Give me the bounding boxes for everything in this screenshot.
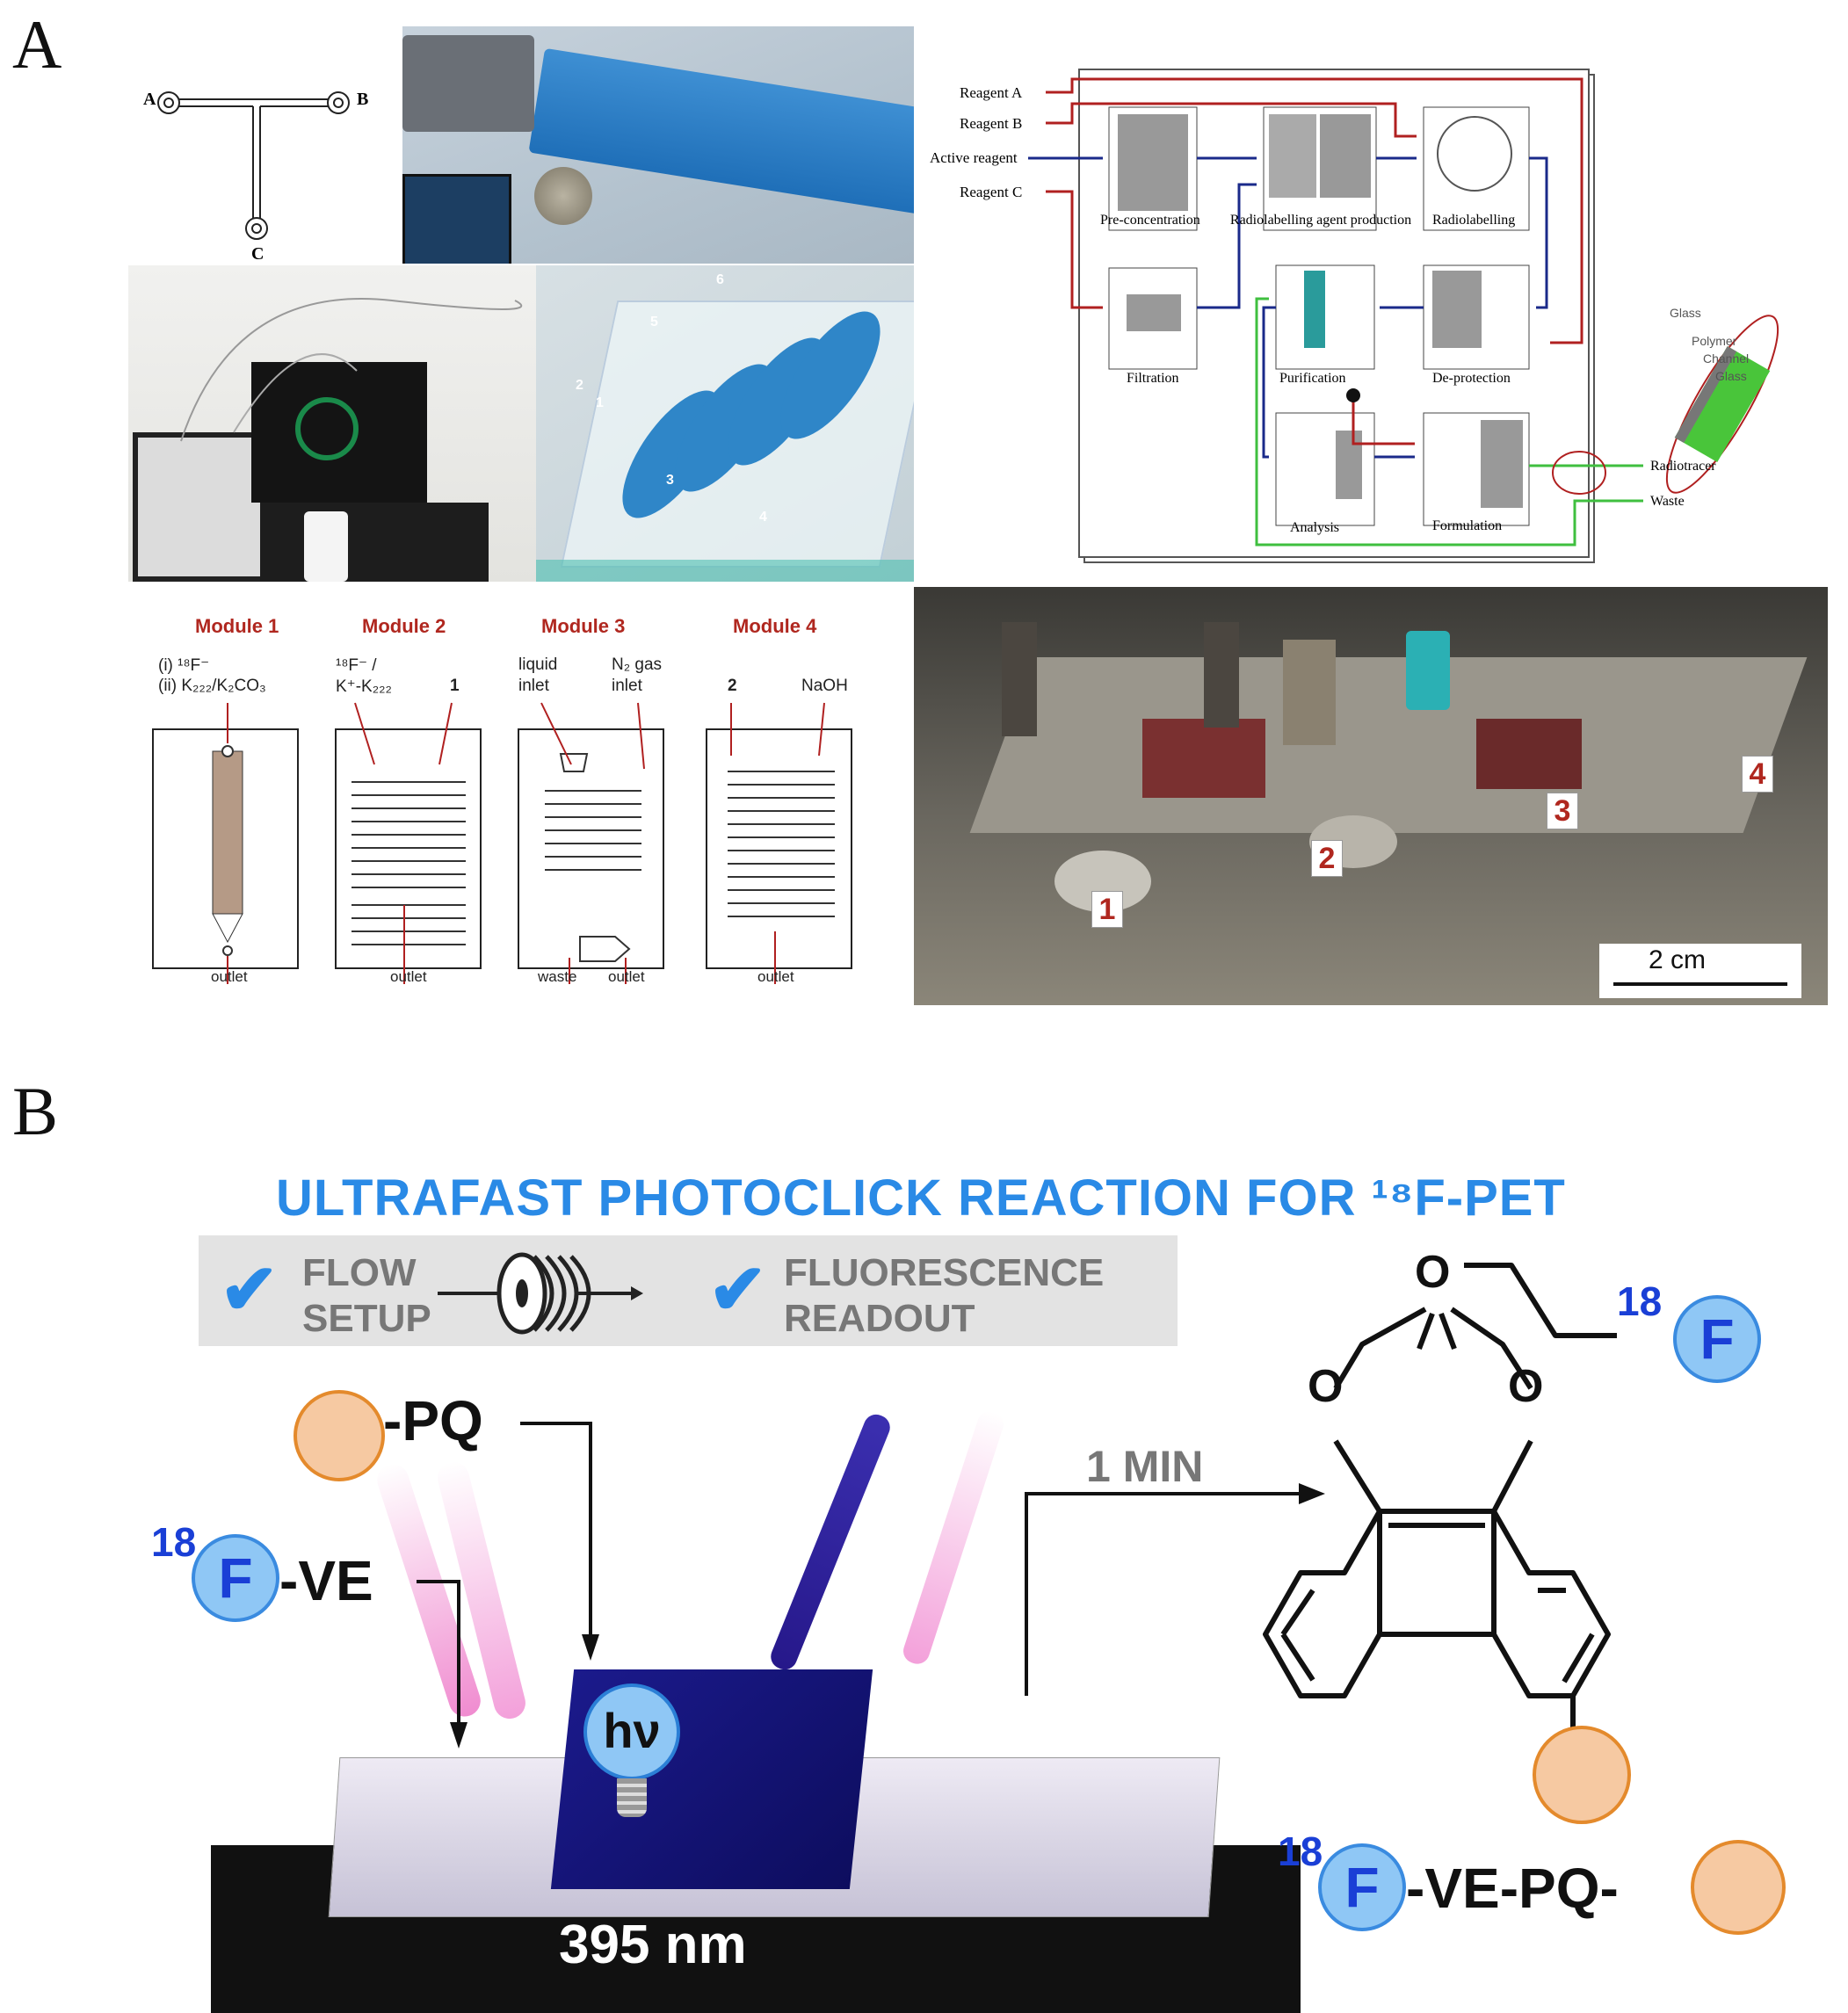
waste-output-label: Waste [1650,494,1685,509]
flow-label-1: FLOW [302,1251,417,1294]
fluorescence-check-icon: ✔ [708,1250,768,1329]
layer-glass-top-label: Glass [1670,306,1701,320]
analysis-label: Analysis [1290,520,1339,535]
scale-bar-label: 2 cm [1649,945,1707,974]
modular-setup-photo: 1 2 3 4 2 cm [914,587,1828,1005]
panel-b-title: ULTRAFAST PHOTOCLICK REACTION FOR ¹⁸F-PE… [276,1169,1566,1227]
modules-schematic: Module 1 (i) ¹⁸F⁻ (ii) K₂₂₂/K₂CO₃ Module… [141,615,914,1002]
glass-chip-photo [402,26,914,264]
product-substrate-circle [1691,1840,1786,1935]
chip-port-4-label: 4 [759,510,767,525]
f18-circle-reactant: F [192,1534,279,1622]
flow-check-icon: ✔ [220,1250,279,1329]
microfluidic-chip-photo: 5 6 2 1 3 4 [536,265,914,582]
product-isotope-label: 18 [1278,1828,1323,1874]
setup-module-4-badge: 4 [1742,756,1773,793]
oxygen-top-label: O [1415,1247,1451,1298]
inlet-a-label: A [143,90,156,109]
scale-bar-box: 2 cm [1599,944,1801,998]
radiotracer-output-label: Radiotracer [1650,459,1716,474]
module-1-title: Module 1 [195,615,279,637]
chip-port-6-label: 6 [716,272,724,287]
feature-bar: ✔ FLOW SETUP ✔ FLUORESCENCE READOUT [199,1235,1178,1346]
flow-label-2: SETUP [302,1297,431,1340]
module-3-title: Module 3 [541,615,626,637]
light-bulb-icon: hν [583,1684,680,1780]
module-4-outlet: outlet [757,968,794,985]
pq-substrate-circle [294,1390,385,1481]
reaction-time-label: 1 MIN [1086,1442,1204,1491]
chip-port-3-label: 3 [666,473,674,488]
radiolabelling-agent-label: Radiolabelling agent production [1229,213,1412,228]
module-2-line2: K⁺-K₂₂₂ [336,677,392,696]
module-3-in2b: inlet [612,677,642,695]
module-4-num: 2 [728,677,737,695]
module-3-outlet: outlet [608,968,645,985]
product-molecule-structure [1263,1263,1631,1824]
bulb-base-icon [617,1778,647,1817]
module-1-line2: (ii) K₂₂₂/K₂CO₃ [158,677,266,695]
chip-port-1-label: 1 [596,395,604,410]
setup-module-1-badge: 1 [1091,891,1123,928]
t-junction-schematic [157,91,350,240]
module-1-outlet: outlet [211,968,248,985]
purification-label: Purification [1279,371,1346,386]
panel-label-b: B [12,1073,59,1149]
active-reagent-label: Active reagent [930,149,1018,166]
product-f18-label-circle: F [1318,1843,1406,1931]
reagent-b-label: Reagent B [960,115,1023,132]
setup-module-2-badge: 2 [1311,840,1343,877]
outlet-c-label: C [251,244,265,264]
module-4-title: Module 4 [733,615,817,637]
product-f-isotope: 18 [1617,1278,1663,1324]
module-3-waste: waste [538,968,577,985]
module-2-title: Module 2 [362,615,446,637]
module-1-line1: (i) ¹⁸F⁻ [158,656,210,675]
reagent-a-label: Reagent A [960,84,1023,101]
layer-glass-bottom-label: Glass [1715,369,1747,383]
module-3-in1: liquid [518,655,558,674]
module-4-reagent: NaOH [801,677,848,695]
ve-isotope-label: 18 [151,1519,197,1565]
lab-setup-photo [128,265,536,582]
layer-polymer-label: Polymer [1692,334,1737,348]
layer-channel-label: Channel [1703,351,1750,366]
flow-coil-icon [438,1252,643,1335]
product-f18-circle: F [1673,1295,1761,1383]
formulation-label: Formulation [1432,518,1503,533]
wavelength-label: 395 nm [559,1915,747,1975]
chip-port-2-label: 2 [576,378,583,393]
fluorescence-label-2: READOUT [784,1297,975,1340]
reagent-c-label: Reagent C [960,184,1023,200]
chip-port-5-label: 5 [650,315,658,329]
setup-module-3-badge: 3 [1547,793,1578,829]
radiosynthesis-flow-diagram: Reagent A Reagent B Active reagent Reage… [914,26,1828,582]
oxygen-left-label: O [1308,1361,1344,1412]
product-label: -VE-PQ- [1406,1857,1619,1920]
reaction-arrows [417,1422,1325,1749]
photoreactor-photo [211,1388,1301,2013]
module-2-outlet: outlet [390,968,427,985]
module-2-line1: ¹⁸F⁻ / [336,656,377,675]
module-3-in1b: inlet [518,677,549,695]
ve-label: -VE [279,1549,373,1612]
radiolabelling-label: Radiolabelling [1432,213,1516,228]
module-2-num: 1 [450,677,460,695]
panel-label-a: A [12,6,62,83]
filtration-label: Filtration [1127,371,1179,386]
module-3-in2: N₂ gas [612,655,663,674]
oxygen-right-label: O [1508,1361,1544,1412]
fluorescence-label-1: FLUORESCENCE [784,1251,1105,1294]
preconcentration-label: Pre-concentration [1100,213,1200,228]
pq-label: -PQ [383,1389,483,1452]
inlet-b-label: B [357,90,369,109]
scale-bar-line [1613,982,1787,986]
deprotection-label: De-protection [1432,371,1511,386]
